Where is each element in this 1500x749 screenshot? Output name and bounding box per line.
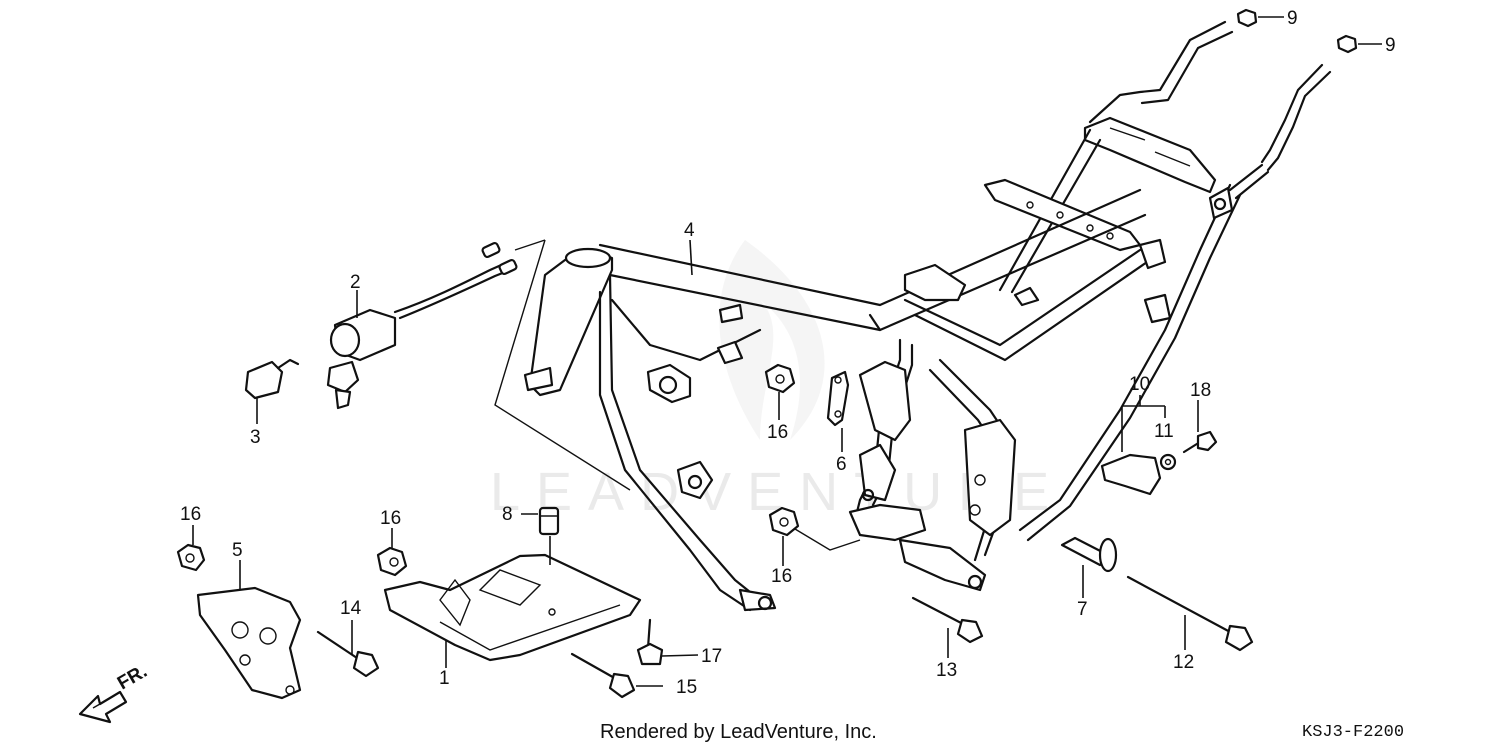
- callout-2: 2: [350, 272, 361, 293]
- callout-16-a: 16: [180, 504, 201, 525]
- bolt-15: [570, 652, 636, 699]
- front-direction-label: FR.: [114, 661, 151, 694]
- frame-body: [494, 20, 1332, 612]
- callout-9-a: 9: [1287, 8, 1298, 29]
- guard-part: [1100, 453, 1162, 496]
- callout-13: 13: [936, 660, 957, 681]
- bolt-12: [1126, 575, 1254, 652]
- callout-17: 17: [701, 646, 722, 667]
- callout-16-d: 16: [771, 566, 792, 587]
- footer-credit: Rendered by LeadVenture, Inc.: [600, 721, 877, 743]
- nut-16-d: [768, 506, 800, 537]
- callout-6: 6: [836, 454, 847, 475]
- nut-9-b: [1336, 34, 1358, 54]
- front-direction-arrow: [78, 690, 128, 724]
- callout-16-b: 16: [380, 508, 401, 529]
- nut-16-a: [176, 543, 206, 572]
- callout-4: 4: [684, 220, 695, 241]
- ignition-switch: [326, 241, 518, 410]
- bolt-18: [1182, 430, 1218, 454]
- callout-14: 14: [340, 598, 362, 619]
- collar-part: [1060, 536, 1118, 573]
- skid-plate-part: [383, 553, 642, 662]
- bolt-13: [911, 596, 984, 644]
- nut-16-c: [764, 363, 796, 394]
- callout-1: 1: [439, 668, 450, 689]
- nut-9-a: [1236, 8, 1258, 28]
- leader-lines: [192, 16, 1382, 687]
- callout-7: 7: [1077, 599, 1088, 620]
- watermark-logo: [719, 240, 825, 440]
- callout-8: 8: [502, 504, 513, 525]
- callout-12: 12: [1173, 652, 1194, 673]
- diagram-code: KSJ3-F2200: [1302, 723, 1404, 742]
- callout-18: 18: [1190, 380, 1211, 401]
- callout-labels: 4 2 3 5 16 16 16 16 8 6 1 14 15 17 13 7 …: [180, 8, 1396, 698]
- key-part: [244, 358, 300, 400]
- callout-3: 3: [250, 427, 261, 448]
- callout-10: 10: [1129, 374, 1150, 395]
- plug-part: [538, 506, 560, 536]
- bolt-17: [636, 618, 664, 666]
- bracket-part: [196, 586, 302, 700]
- watermark-text: LEADVENTURE: [490, 462, 1065, 522]
- callout-11: 11: [1154, 421, 1174, 442]
- washer-11: [1159, 453, 1177, 471]
- callout-9-b: 9: [1385, 35, 1396, 56]
- nut-16-b: [376, 546, 408, 577]
- arm-part: [826, 370, 850, 427]
- bolt-14: [316, 630, 380, 678]
- callout-16-c: 16: [767, 422, 788, 443]
- callout-15: 15: [676, 677, 697, 698]
- callout-5: 5: [232, 540, 243, 561]
